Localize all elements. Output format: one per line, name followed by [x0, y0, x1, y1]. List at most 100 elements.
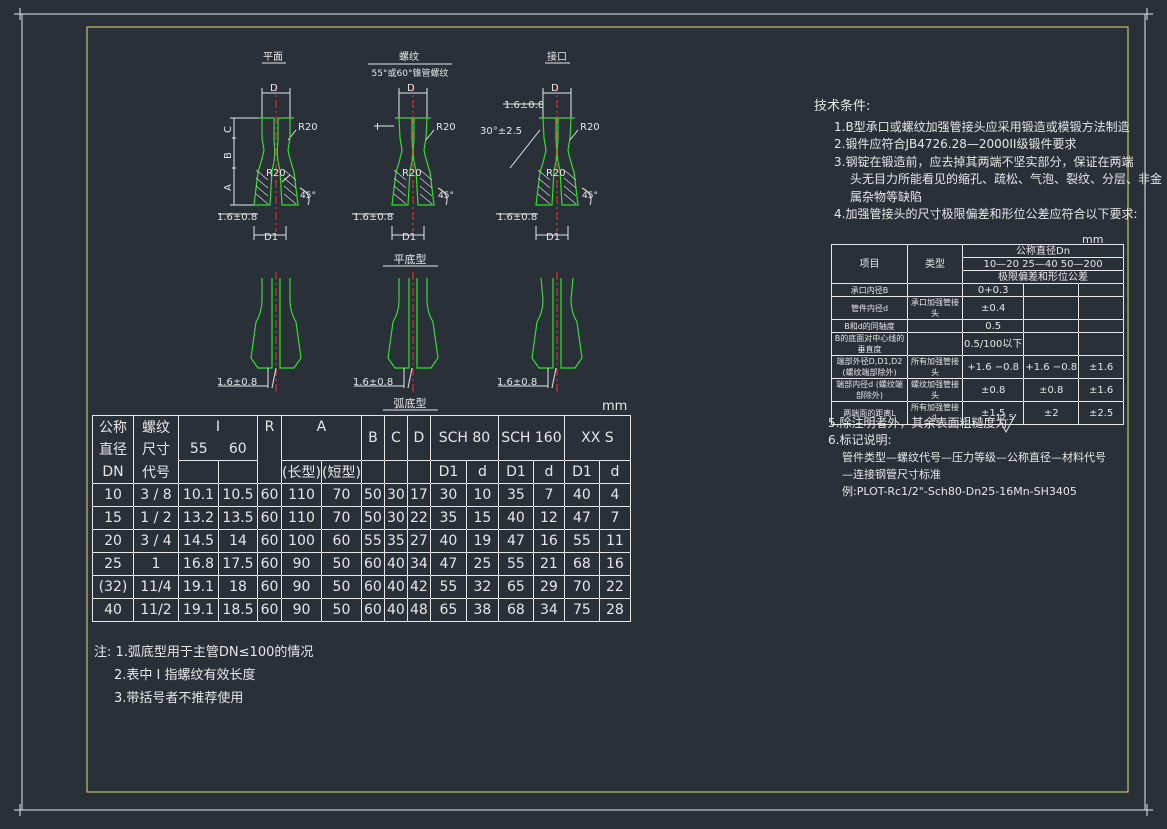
- tech-marking-format-2: —连接钢管尺寸标准: [842, 468, 941, 481]
- tech-item-3b: 头无目力所能看见的缩孔、疏松、气泡、裂纹、分层、非金: [850, 172, 1163, 186]
- dim-R20-lower: R20: [546, 168, 566, 179]
- tech-marking-example: 例:PLOT-Rc1/2"-Sch80-Dn25-16Mn-SH3405: [842, 485, 1077, 498]
- tol-cell-v3: ±1.6: [1078, 355, 1125, 379]
- tol-cell-item: 端部外径D,D1,D2 (螺纹端部除外): [831, 355, 908, 379]
- note-1: 注: 1.弧底型用于主管DN≤100的情况: [94, 645, 314, 660]
- table-cell: 70: [321, 483, 362, 507]
- table-cell: 19.1: [178, 575, 219, 599]
- table-cell: 68: [563, 552, 600, 576]
- table-cell: 60: [257, 483, 282, 507]
- header-C: C: [383, 415, 408, 461]
- tol-cell-v1: 0.5: [961, 319, 1025, 333]
- table-cell: 11/4: [133, 575, 179, 599]
- dim-45: 45°: [582, 191, 598, 201]
- header-I-55: 55: [178, 438, 219, 461]
- tol-cell-v3: ±2.5: [1078, 401, 1125, 425]
- table-cell: 10: [92, 483, 134, 507]
- table-cell: 70: [563, 575, 600, 599]
- table-header-row-2: 直径 尺寸 55 60: [92, 438, 631, 461]
- table-cell: 60: [257, 598, 282, 622]
- inner-frame: [86, 26, 1129, 793]
- header-sch80-d: d: [465, 460, 499, 484]
- tech-item-6: 6.标记说明:: [828, 433, 892, 447]
- table-unit: mm: [602, 399, 628, 414]
- tol-cell-v1: ±1.5: [961, 401, 1025, 425]
- header-I-60-b: [218, 460, 258, 484]
- header-D-b: [406, 460, 431, 484]
- table-cell: 3 / 8: [133, 483, 179, 507]
- tol-cell-type: 承口加强管接头: [907, 296, 963, 320]
- tol-cell-item: 端部内径d (螺纹端部除外): [831, 378, 908, 402]
- tol-cell-v1: +1.6 −0.8: [961, 355, 1025, 379]
- table-cell: 47: [497, 529, 534, 553]
- dim-R20-upper: R20: [298, 122, 318, 133]
- table-cell: 19.1: [178, 598, 219, 622]
- header-I-60: 60: [218, 438, 258, 461]
- tol-cell-item: 管件内径d: [831, 296, 908, 320]
- header-A: A: [281, 415, 362, 438]
- tol-cell-v2: [1023, 296, 1080, 320]
- tol-header-ranges: 10—20 25—40 50—200: [961, 257, 1125, 271]
- table-cell: 50: [360, 483, 385, 507]
- dim-45: 45°: [438, 191, 454, 201]
- table-cell: 11/2: [133, 598, 179, 622]
- dim-D1: D1: [264, 232, 278, 243]
- table-cell: 18: [218, 575, 258, 599]
- tech-conditions-after: 5.除注明者外，其余表面粗糙度为 6.标记说明: 管件类型—螺纹代号—压力等级—…: [814, 415, 1106, 500]
- table-cell: 38: [465, 598, 499, 622]
- dim-chamfer: 1.6±0.8: [353, 212, 393, 223]
- tol-cell-v2: [1023, 283, 1080, 297]
- header-sch160-D1: D1: [497, 460, 534, 484]
- tech-item-1: 1.B型承口或螺纹加强管接头应采用锻造或模锻方法制造: [834, 119, 1130, 134]
- dim-chamfer: 1.6±0.8: [497, 377, 537, 388]
- tol-row: 端部内径d (螺纹端部除外)螺纹加强管接头±0.8±0.8±1.6: [831, 378, 1125, 402]
- table-cell: 48: [406, 598, 431, 622]
- table-cell: 70: [321, 506, 362, 530]
- tol-cell-v1: 0+0.3: [961, 283, 1025, 297]
- header-dn-1: 公称: [92, 415, 134, 438]
- header-dn-3: DN: [92, 460, 134, 484]
- tech-item-5: 5.除注明者外，其余表面粗糙度为: [828, 416, 1008, 430]
- fitting-weld-top: D 1.6±0.8 30°±2.5 R20 R20 45° 1.6±0.8 D1: [480, 83, 600, 243]
- table-cell: 34: [532, 598, 565, 622]
- table-cell: 110: [281, 506, 322, 530]
- dim-weld-gap: 1.6±0.8: [504, 100, 544, 111]
- dim-chamfer: 1.6±0.8: [353, 377, 393, 388]
- table-cell: 7: [598, 506, 631, 530]
- table-cell: 60: [321, 529, 362, 553]
- fitting-arc-flat: 1.6±0.8: [217, 272, 302, 392]
- tol-cell-item: B的底面对中心线的垂直度: [831, 332, 908, 356]
- table-cell: 50: [321, 575, 362, 599]
- table-cell: 20: [92, 529, 134, 553]
- tol-cell-type: [907, 319, 963, 333]
- table-cell: 30: [383, 506, 408, 530]
- tol-cell-v2: +1.6 −0.8: [1023, 355, 1080, 379]
- header-A-long: (长型): [281, 460, 322, 484]
- table-cell: 10: [465, 483, 499, 507]
- table-cell: 16.8: [178, 552, 219, 576]
- table-cell: 12: [532, 506, 565, 530]
- fitting-arc-weld: 1.6±0.8: [497, 272, 583, 392]
- header-sch160: SCH 160: [497, 415, 565, 461]
- dim-B: B: [223, 152, 234, 159]
- view-title-flat: 平面: [263, 52, 283, 63]
- tech-item-2: 2.锻件应符合JB4726.28—2000II级锻件要求: [834, 137, 1077, 151]
- tol-header-dn: 公称直径Dn: [961, 244, 1125, 258]
- table-cell: 1 / 2: [133, 506, 179, 530]
- dim-D1: D1: [402, 232, 416, 243]
- dim-R20-lower: R20: [266, 168, 286, 179]
- tol-header-limits: 极限偏差和形位公差: [961, 270, 1125, 284]
- tech-item-4: 4.加强管接头的尺寸极限偏差和形位公差应符合以下要求:: [834, 207, 1138, 221]
- table-cell: 35: [383, 529, 408, 553]
- header-D: D: [406, 415, 431, 461]
- table-cell: 55: [563, 529, 600, 553]
- header-xxs: XX S: [563, 415, 631, 461]
- tol-cell-item: 两端面的距离L: [831, 401, 908, 425]
- header-B-b: [360, 460, 385, 484]
- tol-cell-type: [907, 283, 963, 297]
